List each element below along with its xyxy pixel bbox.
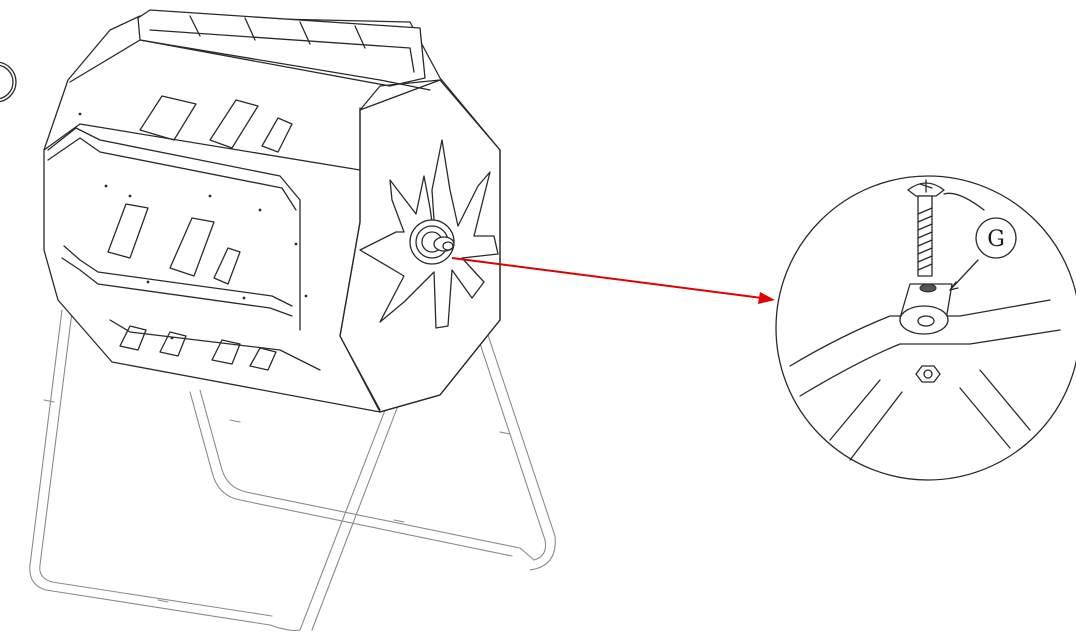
composter-drum — [43, 9, 501, 413]
turning-handle — [359, 139, 499, 329]
rivets — [78, 112, 308, 340]
part-label-g: G — [987, 227, 1005, 252]
nut-icon — [915, 365, 941, 383]
detail-callout-circle: G — [775, 175, 1076, 481]
red-pointer-arrow-icon — [451, 257, 775, 304]
bolt-icon — [907, 179, 945, 277]
step-marker — [0, 61, 17, 103]
